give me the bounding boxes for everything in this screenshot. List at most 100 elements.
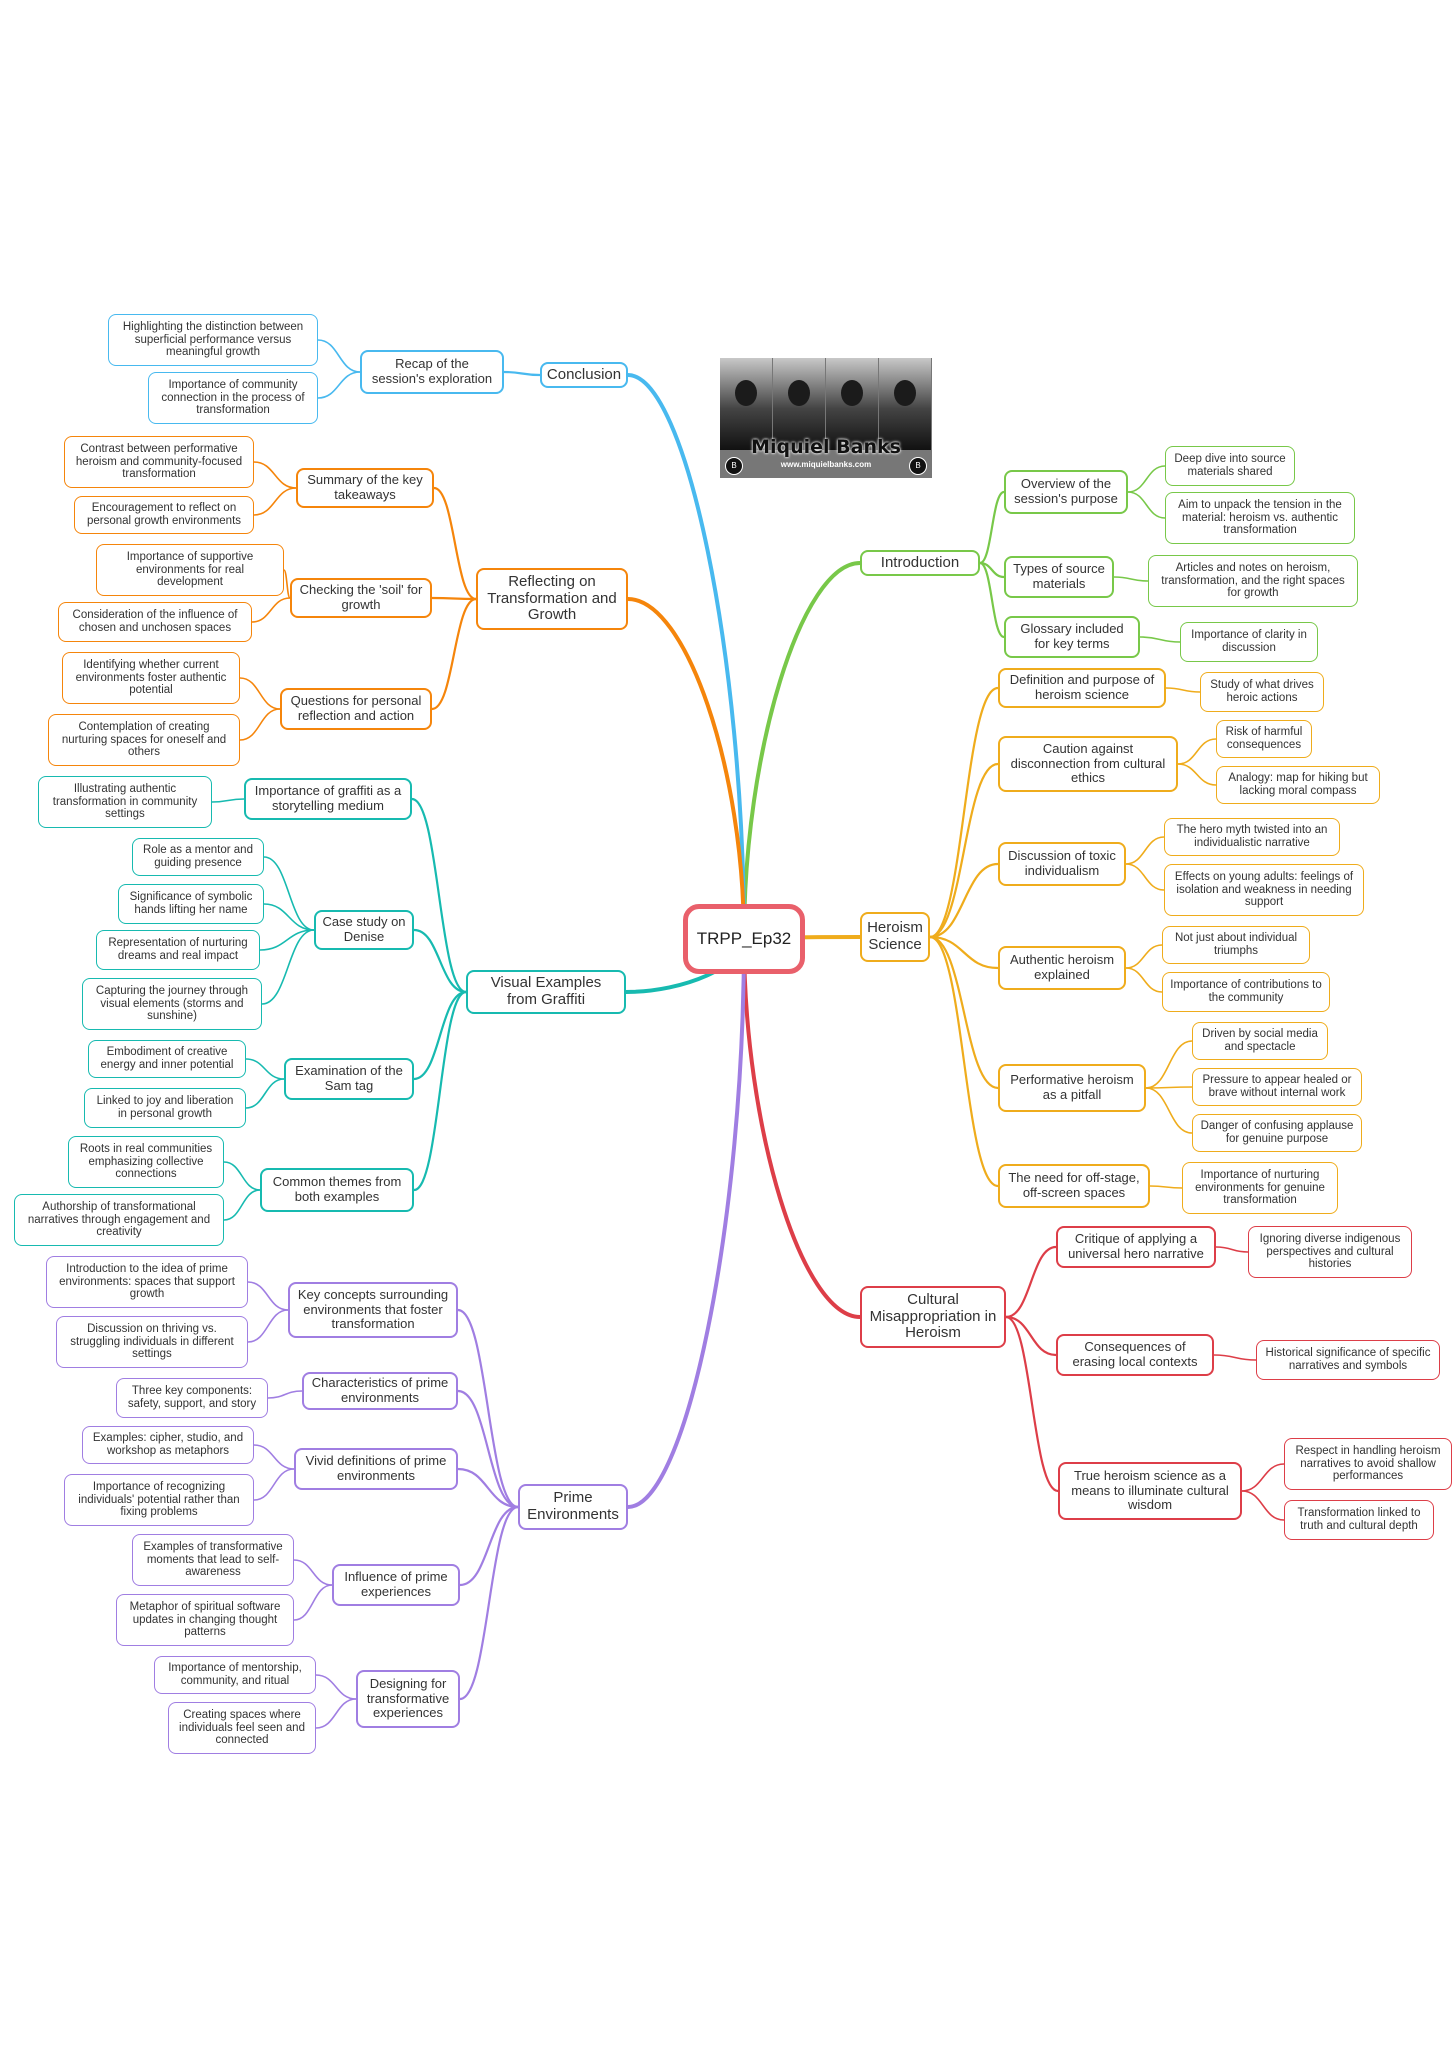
detail-transformation-linked-to-truth-and-cultu[interactable]: Transformation linked to truth and cultu… — [1284, 1500, 1434, 1540]
topic-characteristics-of-prime-environments[interactable]: Characteristics of prime environments — [302, 1372, 458, 1410]
detail-aim-to-unpack-the-tension-in-the-materia[interactable]: Aim to unpack the tension in the materia… — [1165, 492, 1355, 544]
detail-linked-to-joy-and-liberation-in-personal[interactable]: Linked to joy and liberation in personal… — [84, 1088, 246, 1128]
connector-line — [253, 461, 297, 489]
connector-line — [458, 1505, 520, 1587]
topic-checking-the-soil-for-growth[interactable]: Checking the 'soil' for growth — [290, 578, 432, 618]
detail-contrast-between-performative-heroism-an[interactable]: Contrast between performative heroism an… — [64, 436, 254, 488]
detail-not-just-about-individual-triumphs[interactable]: Not just about individual triumphs — [1162, 926, 1310, 964]
topic-performative-heroism-as-a-pitfall[interactable]: Performative heroism as a pitfall — [998, 1064, 1146, 1112]
detail-driven-by-social-media-and-spectacle[interactable]: Driven by social media and spectacle — [1192, 1022, 1328, 1060]
connector-line — [432, 486, 478, 601]
detail-importance-of-contributions-to-the-commu[interactable]: Importance of contributions to the commu… — [1162, 972, 1330, 1012]
topic-authentic-heroism-explained[interactable]: Authentic heroism explained — [998, 946, 1126, 990]
connector-line — [261, 929, 315, 1005]
connector-line — [1215, 1246, 1249, 1253]
root-node[interactable]: TRPP_Ep32 — [683, 904, 805, 974]
topic-examination-of-the-sam-tag[interactable]: Examination of the Sam tag — [284, 1058, 414, 1100]
connector-line — [1127, 465, 1166, 493]
detail-encouragement-to-reflect-on-personal-gro[interactable]: Encouragement to reflect on personal gro… — [74, 496, 254, 534]
detail-historical-significance-of-specific-narr[interactable]: Historical significance of specific narr… — [1256, 1340, 1440, 1380]
detail-discussion-on-thriving-vs-struggling-ind[interactable]: Discussion on thriving vs. struggling in… — [56, 1316, 248, 1368]
connector-line — [1145, 1040, 1193, 1089]
connector-line — [315, 1698, 357, 1729]
detail-examples-cipher-studio-and-workshop-as-m[interactable]: Examples: cipher, studio, and workshop a… — [82, 1426, 254, 1464]
topic-critique-of-applying-a-universal-hero-na[interactable]: Critique of applying a universal hero na… — [1056, 1226, 1216, 1268]
branch-conclusion[interactable]: Conclusion — [540, 362, 628, 388]
topic-key-concepts-surrounding-environments-th[interactable]: Key concepts surrounding environments th… — [288, 1282, 458, 1338]
detail-articles-and-notes-on-heroism-transforma[interactable]: Articles and notes on heroism, transform… — [1148, 555, 1358, 607]
topic-types-of-source-materials[interactable]: Types of source materials — [1004, 556, 1114, 598]
connector-line — [928, 935, 1000, 1090]
connector-line — [412, 928, 468, 994]
detail-role-as-a-mentor-and-guiding-presence[interactable]: Role as a mentor and guiding presence — [132, 838, 264, 876]
topic-caution-against-disconnection-from-cultu[interactable]: Caution against disconnection from cultu… — [998, 736, 1178, 792]
topic-importance-of-graffiti-as-a-storytelling[interactable]: Importance of graffiti as a storytelling… — [244, 778, 412, 820]
detail-significance-of-symbolic-hands-lifting-h[interactable]: Significance of symbolic hands lifting h… — [118, 884, 264, 924]
connector-line — [263, 856, 315, 931]
connector-line — [1004, 1315, 1058, 1357]
detail-importance-of-mentorship-community-and-r[interactable]: Importance of mentorship, community, and… — [154, 1656, 316, 1694]
topic-glossary-included-for-key-terms[interactable]: Glossary included for key terms — [1004, 616, 1140, 658]
detail-creating-spaces-where-individuals-feel-s[interactable]: Creating spaces where individuals feel s… — [168, 1702, 316, 1754]
branch-prime[interactable]: Prime Environments — [518, 1484, 628, 1530]
detail-deep-dive-into-source-materials-shared[interactable]: Deep dive into source materials shared — [1165, 446, 1295, 486]
detail-effects-on-young-adults-feelings-of-isol[interactable]: Effects on young adults: feelings of iso… — [1164, 864, 1364, 916]
topic-discussion-of-toxic-individualism[interactable]: Discussion of toxic individualism — [998, 842, 1126, 886]
detail-embodiment-of-creative-energy-and-inner-[interactable]: Embodiment of creative energy and inner … — [88, 1040, 246, 1078]
connector-line — [253, 487, 297, 516]
branch-introduction[interactable]: Introduction — [860, 550, 980, 576]
topic-recap-of-the-session-s-exploration[interactable]: Recap of the session's exploration — [360, 350, 504, 394]
connector-line — [456, 1467, 520, 1509]
connector-line — [247, 1281, 289, 1311]
detail-identifying-whether-current-environments[interactable]: Identifying whether current environments… — [62, 652, 240, 704]
topic-case-study-on-denise[interactable]: Case study on Denise — [314, 910, 414, 950]
detail-roots-in-real-communities-emphasizing-co[interactable]: Roots in real communities emphasizing co… — [68, 1136, 224, 1188]
detail-consideration-of-the-influence-of-chosen[interactable]: Consideration of the influence of chosen… — [58, 602, 252, 642]
connector-line — [928, 862, 1000, 939]
detail-introduction-to-the-idea-of-prime-enviro[interactable]: Introduction to the idea of prime enviro… — [46, 1256, 248, 1308]
detail-illustrating-authentic-transformation-in[interactable]: Illustrating authentic transformation in… — [38, 776, 212, 828]
detail-importance-of-community-connection-in-th[interactable]: Importance of community connection in th… — [148, 372, 318, 424]
detail-importance-of-recognizing-individuals-po[interactable]: Importance of recognizing individuals' p… — [64, 1474, 254, 1526]
topic-definition-and-purpose-of-heroism-scienc[interactable]: Definition and purpose of heroism scienc… — [998, 668, 1166, 708]
connector-line — [1139, 636, 1181, 643]
topic-overview-of-the-session-s-purpose[interactable]: Overview of the session's purpose — [1004, 470, 1128, 514]
detail-ignoring-diverse-indigenous-perspectives[interactable]: Ignoring diverse indigenous perspectives… — [1248, 1226, 1412, 1278]
detail-pressure-to-appear-healed-or-brave-witho[interactable]: Pressure to appear healed or brave witho… — [1192, 1068, 1362, 1106]
detail-importance-of-nurturing-environments-for[interactable]: Importance of nurturing environments for… — [1182, 1162, 1338, 1214]
detail-examples-of-transformative-moments-that-[interactable]: Examples of transformative moments that … — [132, 1534, 294, 1586]
branch-reflecting[interactable]: Reflecting on Transformation and Growth — [476, 568, 628, 630]
topic-true-heroism-science-as-a-means-to-illum[interactable]: True heroism science as a means to illum… — [1058, 1462, 1242, 1520]
topic-questions-for-personal-reflection-and-ac[interactable]: Questions for personal reflection and ac… — [280, 688, 432, 730]
branch-cultural[interactable]: Cultural Misappropriation in Heroism — [860, 1286, 1006, 1348]
detail-highlighting-the-distinction-between-sup[interactable]: Highlighting the distinction between sup… — [108, 314, 318, 366]
topic-consequences-of-erasing-local-contexts[interactable]: Consequences of erasing local contexts — [1056, 1334, 1214, 1376]
connector-line — [1149, 1185, 1183, 1189]
connector-line — [1004, 1315, 1060, 1493]
branch-graffiti[interactable]: Visual Examples from Graffiti — [466, 970, 626, 1014]
branch-heroism[interactable]: Heroism Science — [860, 912, 930, 962]
detail-the-hero-myth-twisted-into-an-individual[interactable]: The hero myth twisted into an individual… — [1164, 818, 1340, 856]
detail-metaphor-of-spiritual-software-updates-i[interactable]: Metaphor of spiritual software updates i… — [116, 1594, 294, 1646]
detail-risk-of-harmful-consequences[interactable]: Risk of harmful consequences — [1216, 720, 1312, 758]
detail-contemplation-of-creating-nurturing-spac[interactable]: Contemplation of creating nurturing spac… — [48, 714, 240, 766]
detail-authorship-of-transformational-narrative[interactable]: Authorship of transformational narrative… — [14, 1194, 224, 1246]
detail-three-key-components-safety-support-and-[interactable]: Three key components: safety, support, a… — [116, 1378, 268, 1418]
detail-analogy-map-for-hiking-but-lacking-moral[interactable]: Analogy: map for hiking but lacking mora… — [1216, 766, 1380, 804]
detail-importance-of-supportive-environments-fo[interactable]: Importance of supportive environments fo… — [96, 544, 284, 596]
detail-importance-of-clarity-in-discussion[interactable]: Importance of clarity in discussion — [1180, 622, 1318, 662]
detail-respect-in-handling-heroism-narratives-t[interactable]: Respect in handling heroism narratives t… — [1284, 1438, 1452, 1490]
detail-danger-of-confusing-applause-for-genuine[interactable]: Danger of confusing applause for genuine… — [1192, 1114, 1362, 1152]
topic-the-need-for-off-stage-off-screen-spaces[interactable]: The need for off-stage, off-screen space… — [998, 1164, 1150, 1208]
topic-vivid-definitions-of-prime-environments[interactable]: Vivid definitions of prime environments — [294, 1448, 458, 1490]
topic-designing-for-transformative-experiences[interactable]: Designing for transformative experiences — [356, 1670, 460, 1728]
connector-line — [211, 798, 245, 803]
topic-summary-of-the-key-takeaways[interactable]: Summary of the key takeaways — [296, 468, 434, 508]
topic-influence-of-prime-experiences[interactable]: Influence of prime experiences — [332, 1564, 460, 1606]
detail-study-of-what-drives-heroic-actions[interactable]: Study of what drives heroic actions — [1200, 672, 1324, 712]
detail-capturing-the-journey-through-visual-ele[interactable]: Capturing the journey through visual ele… — [82, 978, 262, 1030]
detail-representation-of-nurturing-dreams-and-r[interactable]: Representation of nurturing dreams and r… — [96, 930, 260, 970]
topic-common-themes-from-both-examples[interactable]: Common themes from both examples — [260, 1168, 414, 1212]
connector-line — [247, 1309, 289, 1343]
